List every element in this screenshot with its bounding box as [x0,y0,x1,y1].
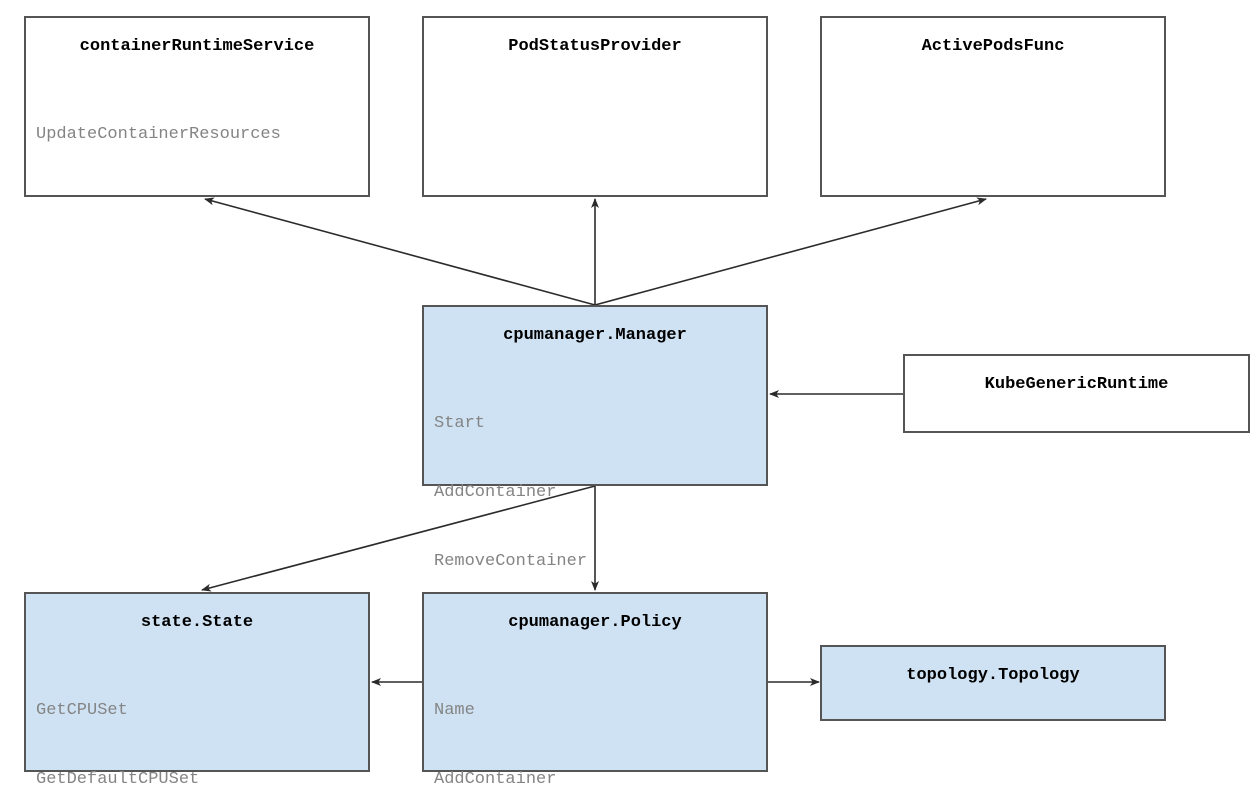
member-item: GetDefaultCPUSet [36,770,200,788]
node-title-activePodsFunc: ActivePodsFunc [921,37,1065,56]
node-containerRuntimeService[interactable]: containerRuntimeService UpdateContainerR… [24,16,370,197]
node-kubeGenericRuntime[interactable]: KubeGenericRuntime [903,354,1250,433]
node-title-podStatusProvider: PodStatusProvider [508,37,682,56]
node-cpumanager-manager[interactable]: cpumanager.Manager Start AddContainer Re… [422,305,768,640]
node-title-cpumanager-policy: cpumanager.Policy [508,613,682,632]
edge-manager-to-containerRuntimeService [204,197,596,306]
member-item: RemoveContainer [434,552,588,571]
member-item: AddContainer [434,770,557,788]
node-podStatusProvider[interactable]: PodStatusProvider [422,16,768,197]
node-members-containerRuntimeService: UpdateContainerResources [26,77,368,192]
node-cpumanager-policy[interactable]: cpumanager.Policy Name AddContainer Remo… [422,592,768,788]
node-title-kubeGenericRuntime: KubeGenericRuntime [984,375,1169,394]
node-members-cpumanager-policy: Name AddContainer RemoveContainer [424,653,766,788]
node-title-state-state: state.State [140,613,254,632]
member-item: GetCPUSet [36,701,128,720]
member-item: Name [434,701,475,720]
member-item: Start [434,414,486,433]
node-title-containerRuntimeService: containerRuntimeService [79,37,315,56]
node-topology-topology[interactable]: topology.Topology [820,645,1166,721]
node-title-cpumanager-manager: cpumanager.Manager [503,326,687,345]
node-title-topology-topology: topology.Topology [906,666,1080,685]
member-item: UpdateContainerResources [36,125,281,144]
member-item: AddContainer [434,483,557,502]
edge-manager-to-activePodsFunc [594,197,987,306]
node-activePodsFunc[interactable]: ActivePodsFunc [820,16,1166,197]
node-members-state-state: GetCPUSet GetDefaultCPUSet SetCPUSet Set… [26,653,368,788]
node-state-state[interactable]: state.State GetCPUSet GetDefaultCPUSet S… [24,592,370,788]
